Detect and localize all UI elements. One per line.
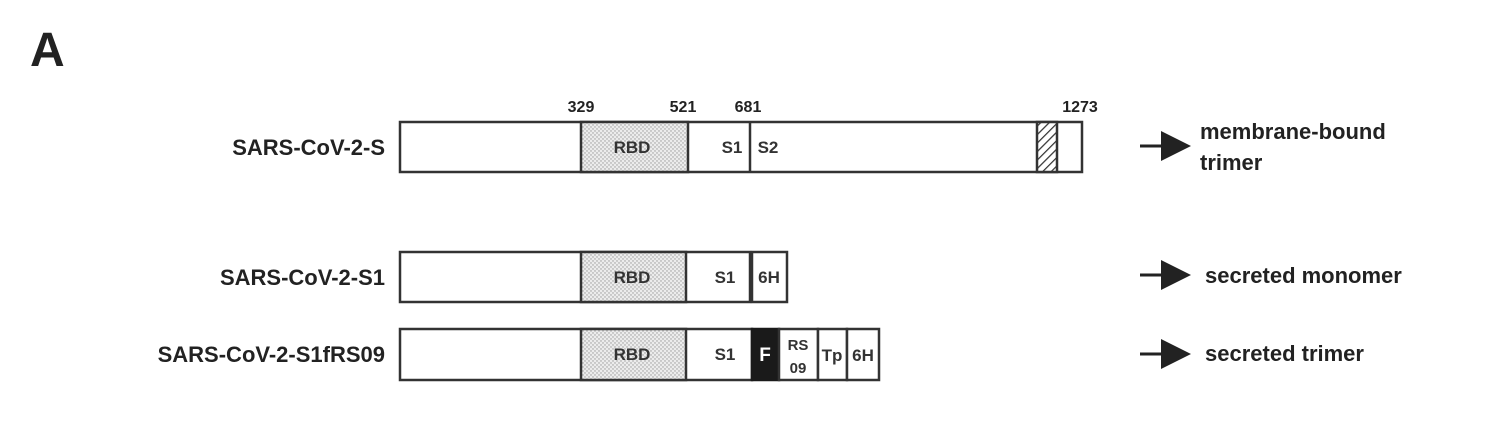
outcome-label: secreted trimer	[1205, 341, 1364, 366]
foldon-domain	[750, 327, 781, 382]
position-1273: 1273	[1062, 99, 1098, 116]
signal-region	[398, 120, 1084, 174]
panel-label: A	[30, 24, 65, 77]
construct-name: SARS-CoV-2-S1	[220, 265, 385, 290]
his-tag	[750, 250, 789, 304]
rbd-domain	[579, 327, 688, 382]
tag-label: 6H	[852, 346, 874, 365]
signal-region	[398, 250, 752, 304]
construct-s1frs09: SARS-CoV-2-S1fRS09 RBD S1 F RS 09 Tp 6H …	[158, 327, 1364, 382]
s2-label: S2	[758, 138, 779, 157]
his-tag	[845, 327, 881, 382]
position-681: 681	[735, 99, 762, 116]
construct-name: SARS-CoV-2-S	[232, 135, 385, 160]
rbd-domain	[579, 250, 688, 304]
signal-region	[398, 327, 754, 382]
rs-label: RS	[788, 337, 809, 354]
construct-name: SARS-CoV-2-S1fRS09	[158, 342, 385, 367]
s1-label: S1	[722, 138, 743, 157]
tag-label: 6H	[758, 268, 780, 287]
construct-s1: SARS-CoV-2-S1 RBD S1 6H secreted monomer	[220, 250, 1402, 304]
position-329: 329	[568, 99, 595, 116]
rbd-label: RBD	[614, 345, 651, 364]
s1-label: S1	[715, 268, 736, 287]
rbd-label: RBD	[614, 138, 651, 157]
rbd-domain	[579, 120, 690, 174]
tp-label: Tp	[822, 346, 843, 365]
s1-label: S1	[715, 345, 736, 364]
rs-label-2: 09	[790, 360, 807, 377]
construct-s: SARS-CoV-2-S RBD S1 S2 membrane-bound tr…	[232, 119, 1386, 175]
tp-domain	[816, 327, 849, 382]
outcome-label-2: trimer	[1200, 150, 1263, 175]
outcome-label: secreted monomer	[1205, 263, 1402, 288]
transmembrane-domain	[1035, 120, 1059, 174]
rbd-label: RBD	[614, 268, 651, 287]
outcome-label: membrane-bound	[1200, 119, 1386, 144]
f-label: F	[759, 345, 771, 366]
position-521: 521	[670, 99, 697, 116]
